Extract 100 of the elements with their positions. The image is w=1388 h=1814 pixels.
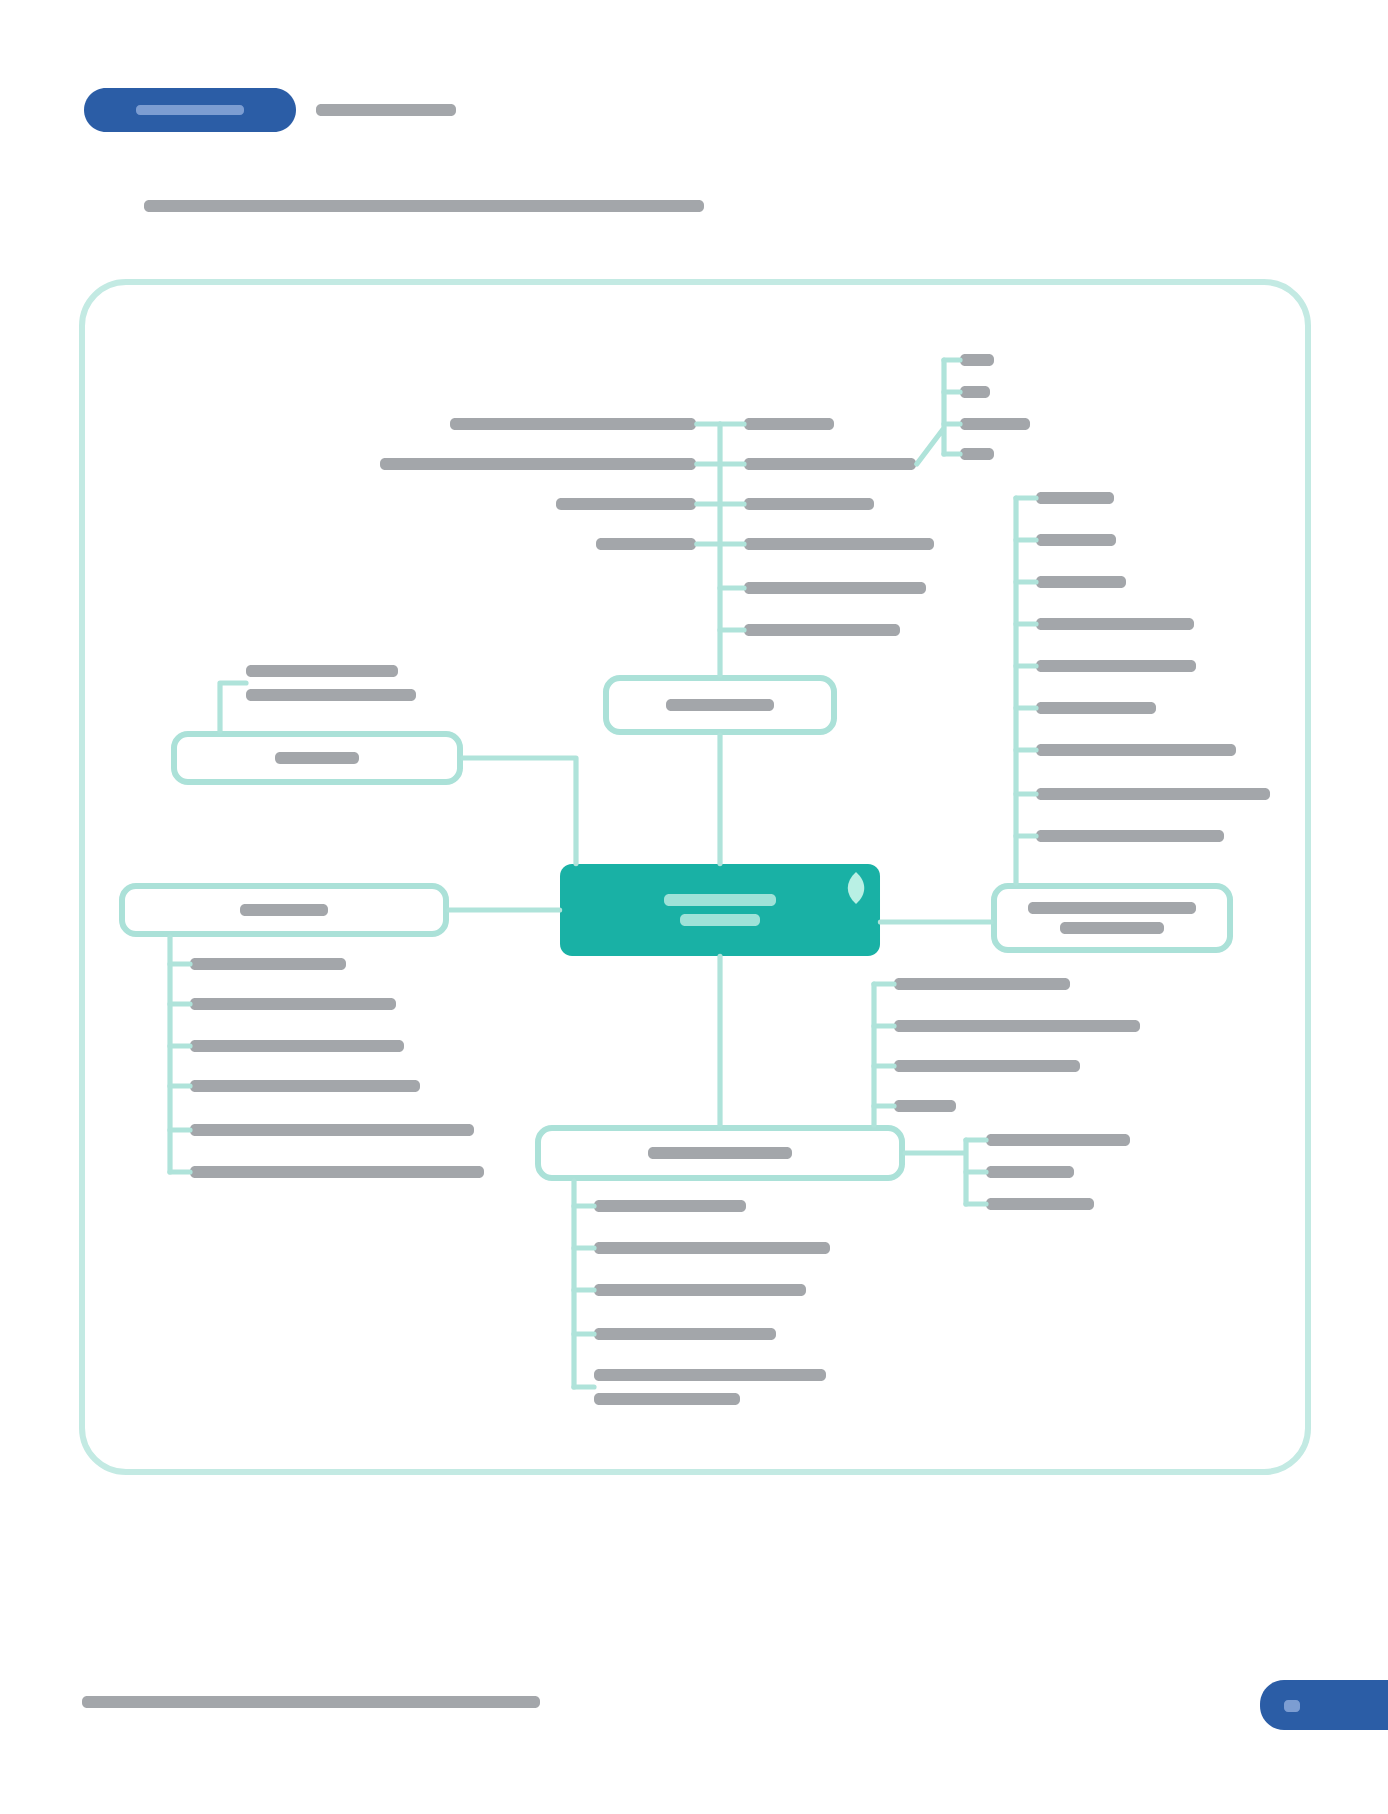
blurred-text bbox=[1036, 702, 1156, 714]
blurred-text bbox=[986, 1166, 1074, 1178]
branch-line bbox=[167, 1169, 193, 1175]
branch-line bbox=[914, 357, 947, 467]
blurred-text bbox=[190, 998, 396, 1010]
branch-line bbox=[871, 1103, 897, 1109]
topic-box bbox=[603, 675, 837, 735]
blurred-text bbox=[594, 1284, 806, 1296]
branch-line bbox=[717, 541, 747, 547]
branch-line bbox=[1013, 791, 1039, 797]
blurred-text bbox=[1036, 788, 1270, 800]
branch-line bbox=[1013, 705, 1039, 711]
blurred-text bbox=[450, 418, 696, 430]
branch-line bbox=[871, 1063, 897, 1069]
blurred-text bbox=[894, 978, 1070, 990]
blurred-text bbox=[594, 1328, 776, 1340]
branch-line bbox=[1013, 579, 1039, 585]
branch-line bbox=[571, 1178, 577, 1390]
branch-line bbox=[871, 1023, 897, 1029]
blurred-text bbox=[744, 498, 874, 510]
blurred-text bbox=[190, 1040, 404, 1052]
branch-line bbox=[571, 1245, 597, 1251]
blurred-text bbox=[190, 1080, 420, 1092]
blurred-text bbox=[986, 1198, 1094, 1210]
blurred-text bbox=[744, 458, 916, 470]
branch-line bbox=[571, 1331, 597, 1337]
branch-line bbox=[167, 1083, 193, 1089]
topic-box bbox=[119, 883, 449, 937]
branch-line bbox=[167, 961, 193, 967]
branch-line bbox=[941, 451, 963, 457]
branch-line bbox=[871, 981, 897, 987]
branch-line bbox=[963, 1201, 989, 1207]
blurred-text bbox=[744, 624, 900, 636]
branch-line bbox=[167, 1127, 193, 1133]
branch-line bbox=[1013, 833, 1039, 839]
branch-line bbox=[694, 501, 723, 507]
blurred-text bbox=[894, 1020, 1140, 1032]
branch-line bbox=[167, 1043, 193, 1049]
branch-line bbox=[1013, 663, 1039, 669]
blurred-text bbox=[960, 386, 990, 398]
branch-line bbox=[1013, 537, 1039, 543]
branch-line bbox=[717, 732, 723, 867]
blurred-text bbox=[1036, 618, 1194, 630]
blurred-text bbox=[986, 1134, 1130, 1146]
blurred-text bbox=[556, 498, 696, 510]
branch-line bbox=[1013, 747, 1039, 753]
blurred-text bbox=[744, 538, 934, 550]
branch-line bbox=[941, 421, 963, 427]
blurred-text bbox=[894, 1100, 956, 1112]
branch-line bbox=[963, 1137, 989, 1143]
branch-line bbox=[871, 981, 877, 1128]
blurred-text bbox=[380, 458, 696, 470]
blurred-text bbox=[594, 1369, 826, 1405]
blurred-text bbox=[960, 354, 994, 366]
branch-line bbox=[446, 907, 563, 913]
branch-line bbox=[1013, 621, 1039, 627]
branch-line bbox=[694, 461, 723, 467]
blurred-text bbox=[744, 582, 926, 594]
blurred-text bbox=[960, 418, 1030, 430]
blurred-text bbox=[744, 418, 834, 430]
branch-line bbox=[167, 1001, 193, 1007]
branch-line bbox=[571, 1203, 597, 1209]
branch-line bbox=[963, 1169, 989, 1175]
topic-box bbox=[991, 883, 1233, 953]
branch-line bbox=[877, 919, 994, 925]
blurred-text bbox=[1036, 492, 1114, 504]
branch-line bbox=[717, 953, 723, 1128]
blurred-text bbox=[594, 1200, 746, 1212]
branch-line bbox=[717, 501, 747, 507]
branch-line bbox=[941, 389, 963, 395]
branch-line bbox=[460, 755, 579, 867]
blurred-text bbox=[894, 1060, 1080, 1072]
blurred-text bbox=[190, 1124, 474, 1136]
topic-box bbox=[535, 1125, 905, 1181]
branch-line bbox=[217, 680, 249, 734]
blurred-text bbox=[1036, 660, 1196, 672]
branch-line bbox=[694, 421, 723, 427]
branch-line bbox=[1013, 495, 1039, 501]
blurred-text bbox=[1036, 534, 1116, 546]
branch-line bbox=[571, 1287, 597, 1293]
blurred-text bbox=[596, 538, 696, 550]
branch-line bbox=[941, 357, 963, 363]
branch-line bbox=[694, 541, 723, 547]
blurred-text bbox=[246, 665, 416, 701]
branch-line bbox=[167, 934, 173, 1175]
branch-line bbox=[717, 461, 747, 467]
blurred-text bbox=[190, 958, 346, 970]
branch-line bbox=[902, 1137, 969, 1207]
blurred-text bbox=[960, 448, 994, 460]
blurred-text bbox=[190, 1166, 484, 1178]
blurred-text bbox=[1036, 576, 1126, 588]
branch-line bbox=[1013, 495, 1019, 886]
branch-line bbox=[717, 627, 747, 633]
branch-line bbox=[717, 421, 747, 427]
blurred-text bbox=[594, 1242, 830, 1254]
branch-line bbox=[717, 585, 747, 591]
branch-line bbox=[717, 421, 723, 678]
branch-line bbox=[571, 1384, 597, 1390]
central-topic-box bbox=[560, 864, 880, 956]
blurred-text bbox=[1036, 744, 1236, 756]
